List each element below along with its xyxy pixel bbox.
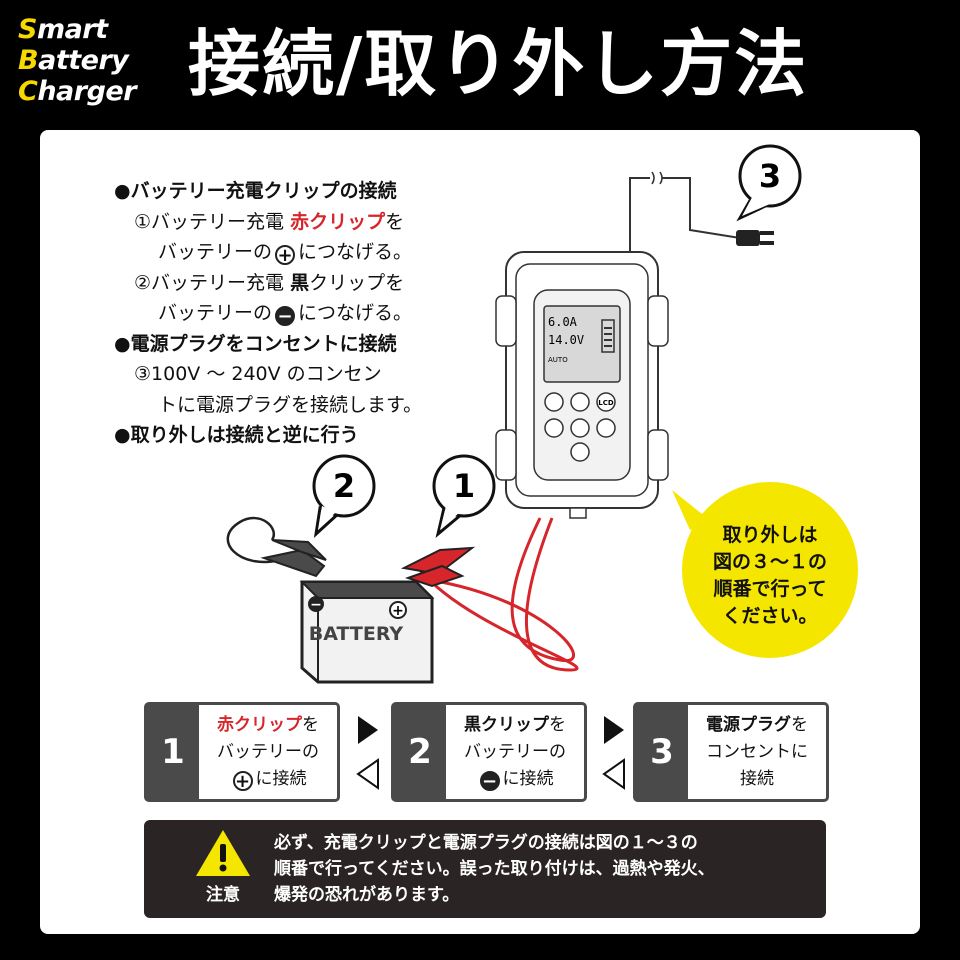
back-arrow-icon bbox=[356, 758, 379, 790]
step1-line2: バッテリーの+につなげる。 bbox=[158, 241, 413, 266]
battery-button-icon bbox=[570, 418, 590, 438]
red-cable bbox=[429, 517, 575, 663]
back-arrow-icon bbox=[602, 758, 625, 790]
brand-logo: Smart Battery Charger bbox=[18, 14, 137, 107]
lcd-screen bbox=[543, 305, 621, 383]
remove-heading: ●取り外しは接続と逆に行う bbox=[114, 424, 359, 446]
battery-graphic bbox=[299, 580, 435, 684]
step-number: 1 bbox=[147, 705, 199, 799]
lcd-button-icon bbox=[596, 392, 616, 412]
lcd-mode: AUTO bbox=[548, 356, 568, 364]
minus-terminal-icon: − bbox=[479, 770, 500, 791]
battery-label: BATTERY bbox=[309, 623, 404, 645]
forward-arrow-icon bbox=[604, 716, 624, 744]
power-cord bbox=[629, 177, 741, 258]
battery-level-icon bbox=[601, 319, 615, 353]
warning-label: 注意 bbox=[206, 885, 240, 905]
step2-line1: ②バッテリー充電 黒クリップを bbox=[134, 271, 405, 294]
step-card-2: 2 黒クリップを バッテリーの −に接続 bbox=[391, 702, 587, 802]
step3-line1: ③100V ～ 240V のコンセン bbox=[134, 363, 382, 385]
step3-line2: トに電源プラグを接続します。 bbox=[158, 393, 423, 416]
plus-terminal-icon: + bbox=[232, 770, 253, 791]
step-number: 3 bbox=[636, 705, 688, 799]
lcd-volts: 14.0V bbox=[548, 333, 584, 347]
content-panel: 3 6.0A 14.0V AUTO LCD bbox=[40, 130, 920, 934]
step-arrows-1-2 bbox=[356, 716, 379, 790]
af-button-icon bbox=[544, 418, 564, 438]
steps-row: 1 赤クリップを バッテリーの +に接続 2 黒クリップを バッテリーの −に接… bbox=[144, 702, 834, 802]
lcd-amps: 6.0A bbox=[548, 315, 578, 329]
step-arrows-2-3 bbox=[602, 716, 625, 790]
callout-3-number: 3 bbox=[759, 157, 781, 195]
step-number: 2 bbox=[394, 705, 446, 799]
warning-text: 必ず、充電クリップと電源プラグの接続は図の１～３の 順番で行ってください。誤った… bbox=[274, 833, 715, 905]
callout-1-bubble bbox=[432, 454, 496, 539]
charger-device bbox=[495, 251, 669, 519]
lcd-button-label: LCD bbox=[598, 399, 614, 407]
black-cable bbox=[226, 516, 281, 564]
clip-heading: ●バッテリー充電クリップの接続 bbox=[114, 180, 397, 202]
red-clip bbox=[400, 546, 476, 588]
minus-terminal-icon: − bbox=[275, 306, 296, 326]
power-plug-icon bbox=[736, 230, 774, 246]
callout-2-number: 2 bbox=[333, 467, 355, 505]
cord-break-mark bbox=[651, 171, 663, 185]
shield-button-icon bbox=[570, 392, 590, 412]
removal-tip-text: 取り外しは 図の３～１の 順番で行って ください。 bbox=[712, 524, 827, 627]
step1-line1: ①バッテリー充電 赤クリップを bbox=[134, 210, 405, 233]
wrench-button-icon bbox=[596, 418, 616, 438]
forward-arrow-icon bbox=[358, 716, 378, 744]
callout-3-bubble bbox=[736, 144, 802, 222]
step-card-1: 1 赤クリップを バッテリーの +に接続 bbox=[144, 702, 340, 802]
callout-1-number: 1 bbox=[453, 467, 475, 505]
battery-minus-terminal bbox=[308, 596, 324, 612]
step2-line2: バッテリーの−につなげる。 bbox=[158, 302, 413, 327]
battery-plus-terminal bbox=[389, 601, 407, 619]
warning-box: 注意 必ず、充電クリップと電源プラグの接続は図の１～３の 順番で行ってください。… bbox=[144, 820, 826, 918]
plus-terminal-icon: + bbox=[275, 245, 296, 265]
page-title: 接続/取り外し方法 bbox=[188, 22, 809, 106]
callout-2-bubble bbox=[312, 454, 376, 538]
black-clip bbox=[260, 539, 327, 578]
battery-minus-sign: − bbox=[310, 597, 322, 613]
warning-icon bbox=[196, 830, 250, 876]
battery-plus-sign: + bbox=[392, 603, 404, 619]
step-card-3: 3 電源プラグを コンセントに 接続 bbox=[633, 702, 829, 802]
instructions-list: ●バッテリー充電クリップの接続 ①バッテリー充電 赤クリップを バッテリーの+に… bbox=[114, 176, 444, 451]
mode-button-icon bbox=[544, 392, 564, 412]
removal-tip-bubble bbox=[672, 482, 858, 658]
plug-heading: ●電源プラグをコンセントに接続 bbox=[114, 332, 397, 355]
connection-illustration: 3 6.0A 14.0V AUTO LCD bbox=[226, 144, 858, 684]
power-button-icon bbox=[570, 442, 590, 462]
